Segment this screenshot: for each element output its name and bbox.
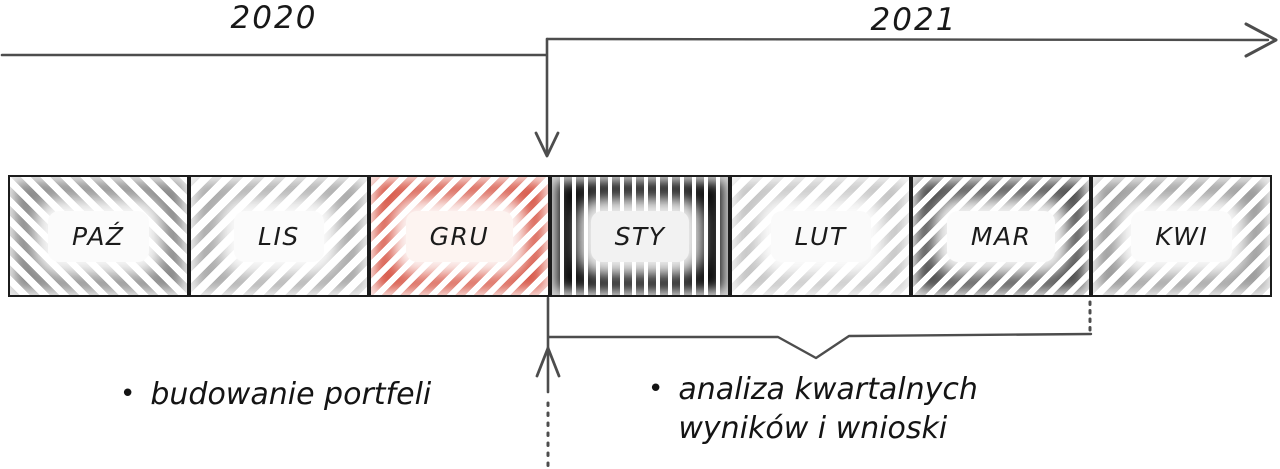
month-label: LUT — [794, 221, 847, 251]
month-label: MAR — [970, 221, 1032, 251]
timeline-right-line — [545, 37, 1270, 42]
month-label: LIS — [258, 221, 300, 251]
month-label: KWI — [1155, 221, 1209, 251]
arrow-down-icon — [534, 131, 560, 158]
month-label: PAŹ — [72, 221, 125, 251]
month-label-plate: GRU — [405, 210, 514, 262]
arrow-up-icon — [535, 346, 561, 378]
month-label-plate: STY — [590, 210, 690, 262]
note-text: analiza kwartalnych wyników i wnioski — [678, 372, 978, 446]
month-box-lis: LIS — [188, 175, 370, 297]
months-row: PAŹ LIS GRU STY LUT MAR — [8, 175, 1273, 297]
month-box-sty: STY — [549, 175, 731, 297]
note-text: budowanie portfeli — [150, 377, 432, 412]
month-label-plate: MAR — [946, 210, 1056, 262]
month-label: GRU — [429, 221, 490, 251]
year-label-2020: 2020 — [230, 0, 318, 36]
note-building-portfolios: • budowanie portfeli — [120, 375, 431, 414]
month-label: STY — [614, 221, 666, 251]
quarter-brace — [547, 332, 1093, 360]
month-box-mar: MAR — [910, 175, 1092, 297]
month-box-kwi: KWI — [1091, 175, 1273, 297]
year-label-2021: 2021 — [870, 2, 958, 38]
month-box-gru: GRU — [369, 175, 550, 297]
month-label-plate: LIS — [234, 210, 324, 262]
month-box-paz: PAŹ — [8, 175, 189, 297]
month-label-plate: PAŹ — [48, 210, 149, 262]
month-box-lut: LUT — [730, 175, 911, 297]
month-label-plate: LUT — [770, 210, 871, 262]
bullet-icon: • — [648, 374, 664, 404]
note-quarterly-analysis: • analiza kwartalnych wyników i wnioski — [648, 370, 978, 448]
month-label-plate: KWI — [1131, 210, 1233, 262]
bullet-icon: • — [120, 379, 136, 409]
